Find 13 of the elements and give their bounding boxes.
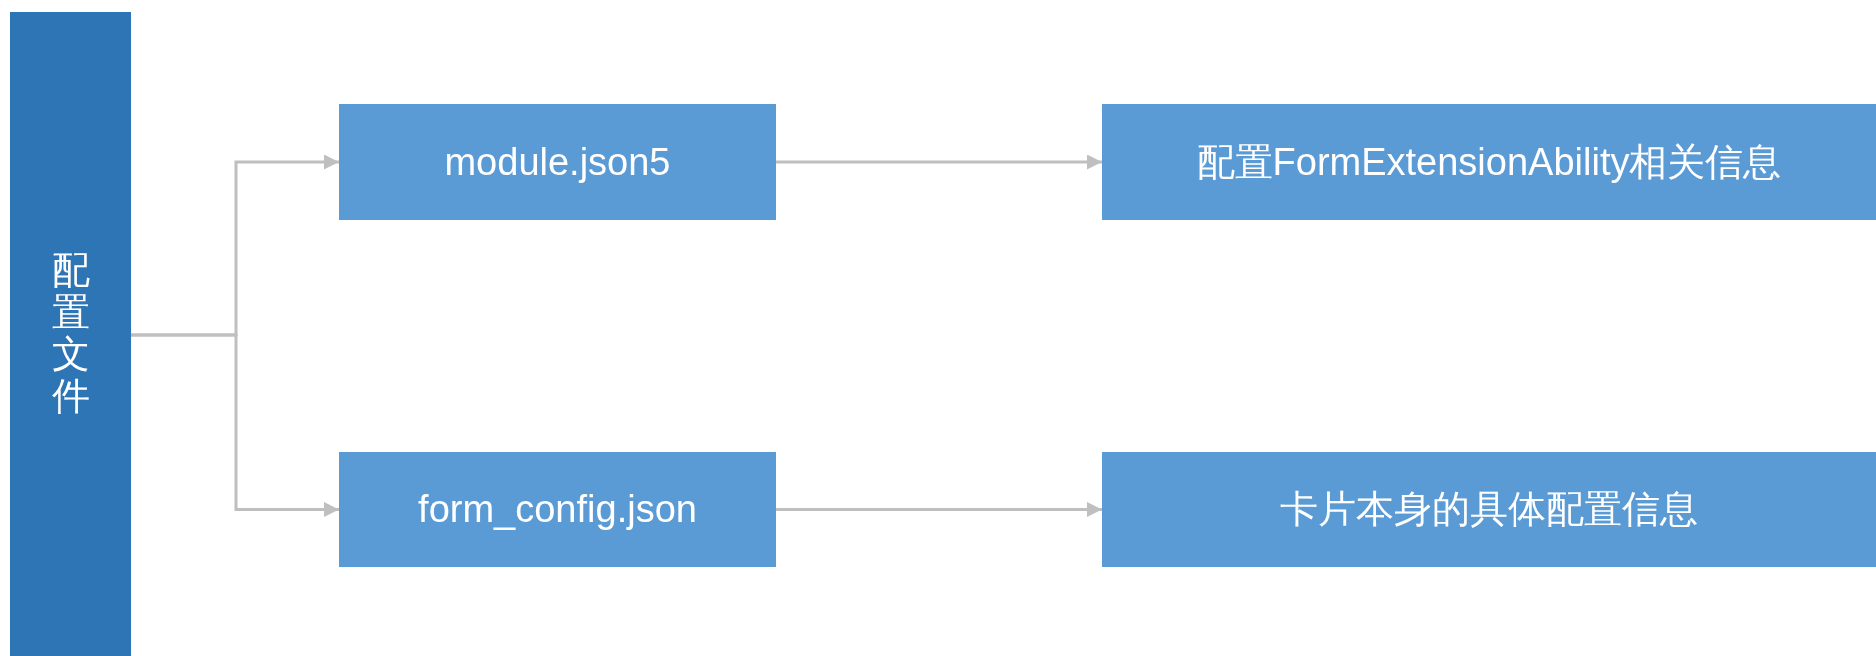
box-label: form_config.json	[418, 488, 697, 531]
arrow	[776, 154, 1102, 170]
process-box	[1102, 452, 1876, 567]
box-label: 配置文件	[51, 250, 90, 418]
box-label: module.json5	[444, 140, 671, 184]
process-box	[1102, 104, 1876, 220]
process-box	[339, 452, 776, 567]
arrow	[776, 502, 1102, 517]
box-label: 卡片本身的具体配置信息	[1280, 487, 1698, 532]
box-label: 配置FormExtensionAbility相关信息	[1196, 139, 1782, 185]
arrow	[131, 333, 339, 517]
process-box	[339, 104, 776, 220]
process-box	[10, 12, 131, 656]
